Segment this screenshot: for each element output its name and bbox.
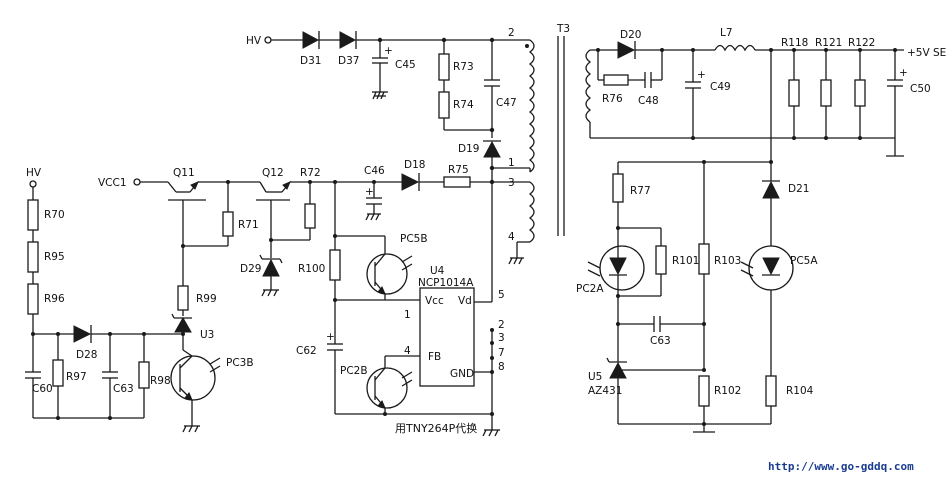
svg-text:7: 7: [498, 347, 505, 359]
r95-label: R95: [44, 251, 65, 263]
c46-label: C46: [364, 165, 385, 177]
pc2a-label: PC2A: [576, 283, 604, 295]
r97-label: R97: [66, 371, 87, 383]
svg-text:+: +: [697, 69, 706, 81]
c60-label: C60: [32, 383, 53, 395]
left-hv-divider: HV R70 R95 R96 D28 C60 R97: [25, 167, 254, 433]
svg-text:GND: GND: [450, 368, 474, 380]
vcc1-label: VCC1: [98, 177, 127, 189]
watermark-url: http://www.go-gddq.com: [768, 460, 914, 473]
secondary-output: D20 R76 C48 + C49 L7: [589, 27, 946, 162]
pc2b-label: PC2B: [340, 365, 368, 377]
svg-text:4: 4: [508, 231, 515, 243]
pc5b-label: PC5B: [400, 233, 428, 245]
l7-label: L7: [720, 27, 733, 39]
svg-text:1: 1: [508, 157, 515, 169]
r99-label: R99: [196, 293, 217, 305]
r118-label: R118: [781, 37, 808, 49]
c45-label: C45: [395, 59, 416, 71]
q12-label: Q12: [262, 167, 284, 179]
svg-text:+: +: [384, 45, 393, 57]
u4-part-label: NCP1014A: [418, 277, 474, 289]
svg-text:+: +: [899, 67, 908, 79]
c49-label: C49: [710, 81, 731, 93]
transformer-t3: 2 1 3 4 T3: [492, 23, 592, 265]
svg-text:4: 4: [404, 345, 411, 357]
svg-text:+: +: [365, 186, 374, 198]
r101-label: R101: [672, 255, 699, 267]
r71-label: R71: [238, 219, 259, 231]
r73-label: R73: [453, 61, 474, 73]
d37-label: D37: [338, 55, 359, 67]
c63-label: C63: [650, 335, 671, 347]
primary-control: VCC1 Q11 R71 Q12 R7: [98, 159, 505, 437]
secondary-feedback: R77 PC2A R101 R103 C63: [576, 160, 818, 433]
r100-label: R100: [298, 263, 325, 275]
r102-label: R102: [714, 385, 741, 397]
r121-label: R121: [815, 37, 842, 49]
u5-label: U5: [588, 371, 602, 383]
d21-label: D21: [788, 183, 809, 195]
hv-top-label: HV: [246, 35, 262, 47]
svg-text:Vd: Vd: [458, 295, 472, 307]
svg-text:+: +: [326, 331, 335, 343]
d31-label: D31: [300, 55, 321, 67]
c48-label: C48: [638, 95, 659, 107]
svg-text:Vcc: Vcc: [425, 295, 444, 307]
r103-label: R103: [714, 255, 741, 267]
pc3b-label: PC3B: [226, 357, 254, 369]
d20-label: D20: [620, 29, 641, 41]
replacement-note: 用TNY264P代换: [395, 421, 477, 435]
r122-label: R122: [848, 37, 875, 49]
d18-label: D18: [404, 159, 425, 171]
d28-label: D28: [76, 349, 97, 361]
c47-label: C47: [496, 97, 517, 109]
svg-text:2: 2: [508, 27, 515, 39]
u5-part-label: AZ431: [588, 385, 622, 397]
pc5a-label: PC5A: [790, 255, 818, 267]
c61-label: C63: [113, 383, 134, 395]
r98-label: R98: [150, 375, 171, 387]
t3-label: T3: [556, 23, 570, 35]
r74-label: R74: [453, 99, 474, 111]
r96-label: R96: [44, 293, 65, 305]
svg-text:FB: FB: [428, 351, 441, 363]
hv-left-label: HV: [26, 167, 42, 179]
r76-label: R76: [602, 93, 623, 105]
d19-label: D19: [458, 143, 479, 155]
svg-text:2: 2: [498, 319, 505, 331]
svg-text:3: 3: [508, 177, 515, 189]
svg-text:5: 5: [498, 289, 505, 301]
c50-label: C50: [910, 83, 931, 95]
r104-label: R104: [786, 385, 814, 397]
u4-label: U4: [430, 265, 445, 277]
hv-top-rail: HV D31 D37 + C45 R73 R74: [246, 31, 530, 171]
c62-label: C62: [296, 345, 317, 357]
d29-label: D29: [240, 263, 261, 275]
plus5v-label: +5V SE: [907, 47, 946, 59]
u3-label: U3: [200, 329, 214, 341]
r72-label: R72: [300, 167, 321, 179]
svg-text:1: 1: [404, 309, 411, 321]
svg-text:3: 3: [498, 332, 505, 344]
r75-label: R75: [448, 164, 469, 176]
q11-label: Q11: [173, 167, 195, 179]
r77-label: R77: [630, 185, 651, 197]
svg-text:8: 8: [498, 361, 505, 373]
r70-label: R70: [44, 209, 65, 221]
